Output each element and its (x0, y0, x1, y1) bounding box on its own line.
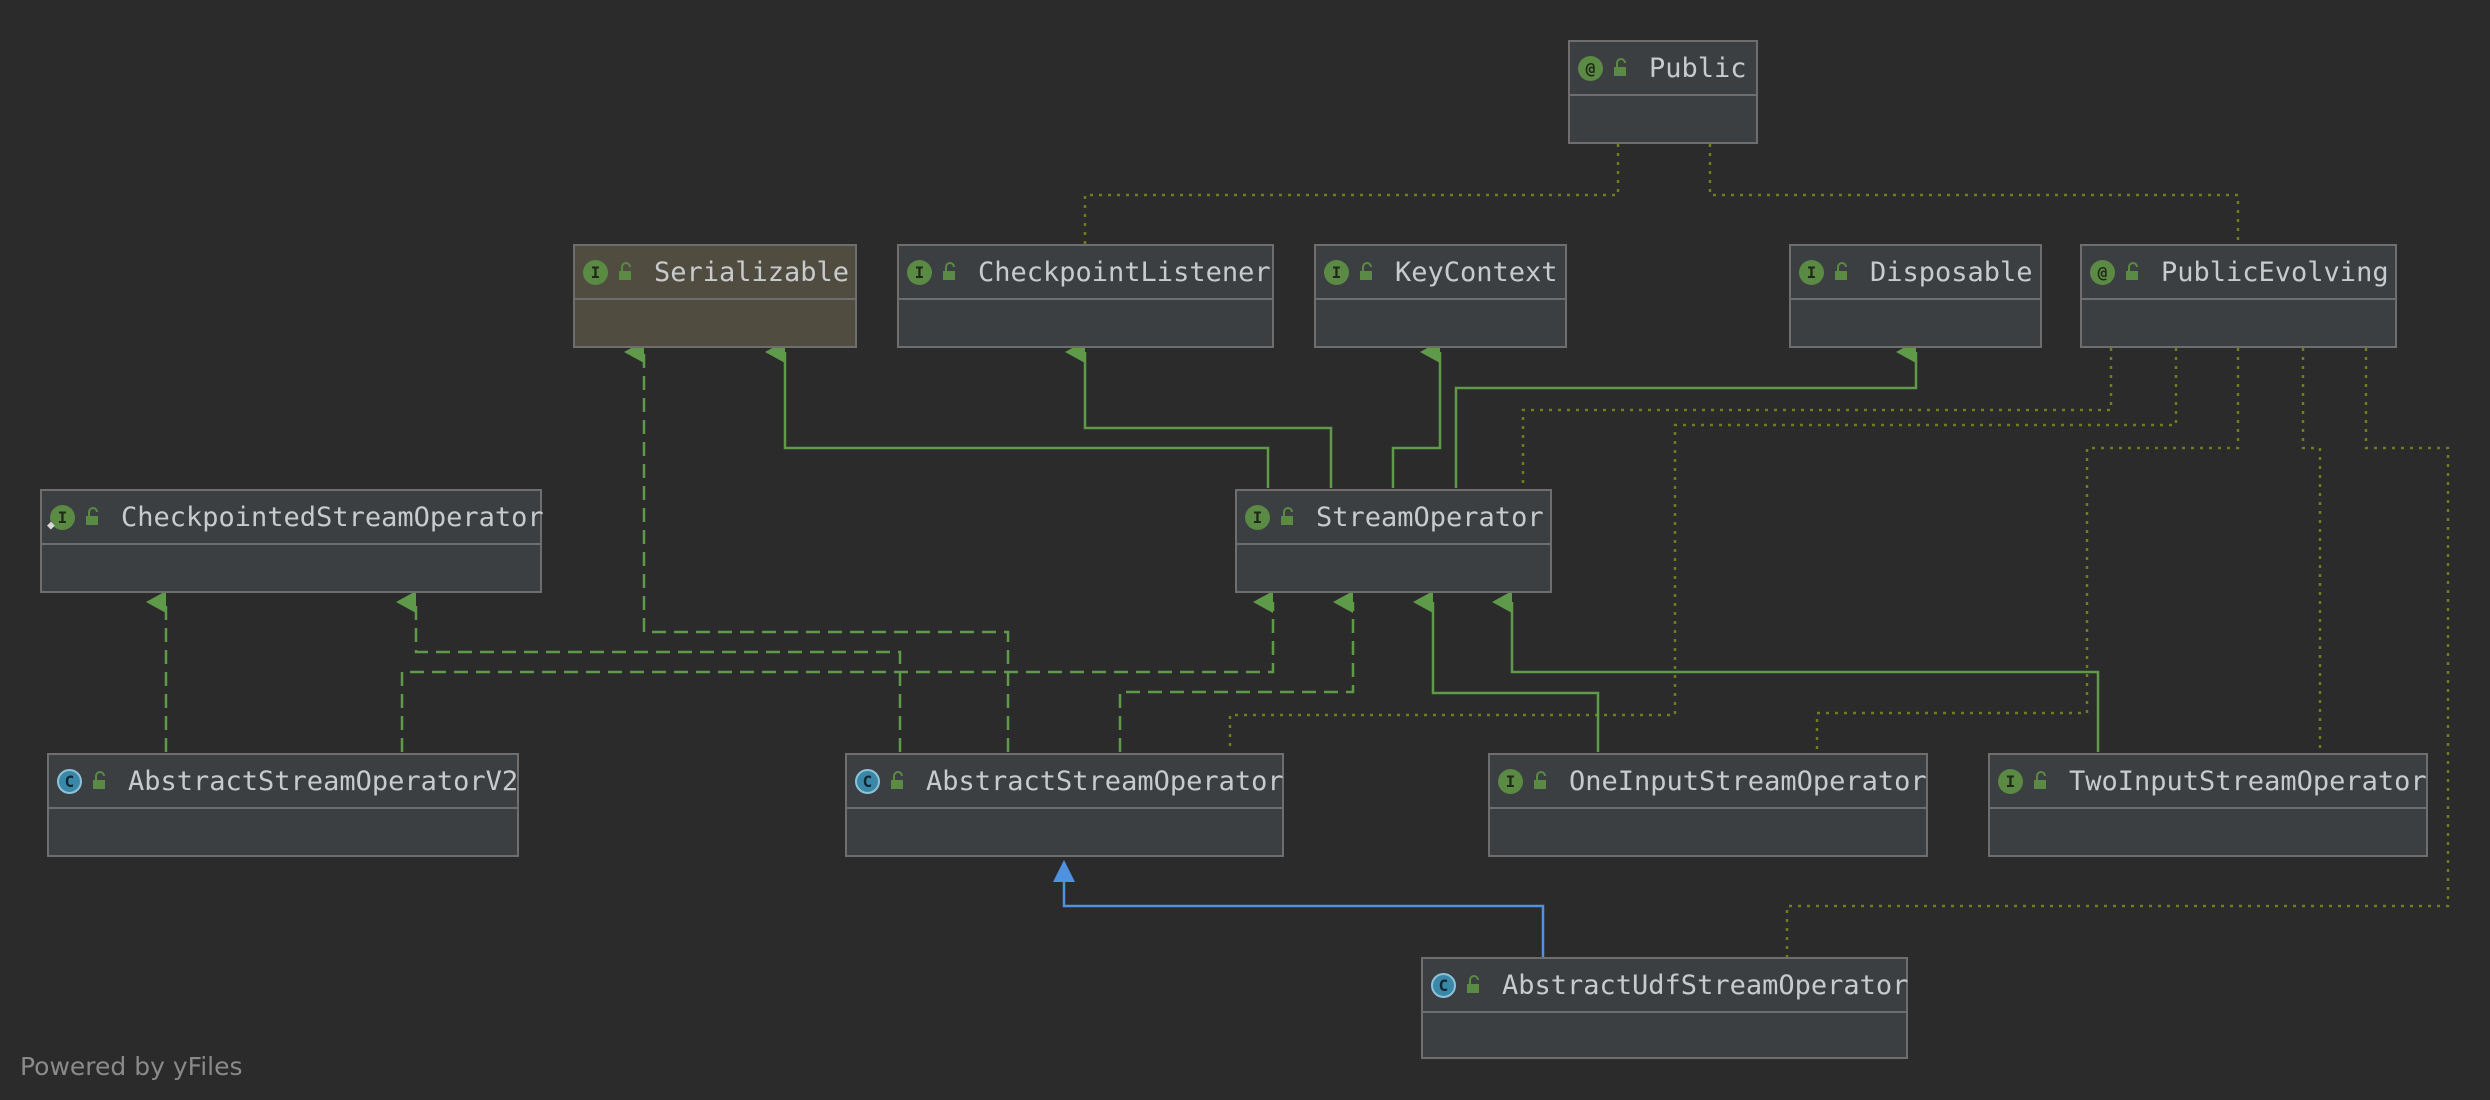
node-stream-operator[interactable]: I StreamOperator (1235, 489, 1552, 593)
abstract-class-icon: C (855, 768, 880, 794)
unlock-icon (891, 771, 903, 789)
node-title: OneInputStreamOperator (1569, 765, 1927, 797)
unlock-icon (619, 262, 631, 280)
implements-edge (1118, 591, 1355, 752)
node-key-context[interactable]: I KeyContext (1314, 244, 1567, 348)
node-title: AbstractStreamOperatorV2 (128, 765, 519, 797)
implements-edge (624, 341, 1010, 752)
unlock-icon (943, 262, 955, 280)
annotation-icon: @ (2090, 259, 2115, 285)
extends-edge (765, 341, 1270, 488)
unlock-icon (86, 507, 98, 525)
interface-icon: I (1998, 768, 2023, 794)
node-title: CheckpointListener (978, 256, 1271, 288)
unlock-icon (1835, 262, 1847, 280)
extends-edge (1413, 591, 1600, 752)
node-disposable[interactable]: I Disposable (1789, 244, 2042, 348)
node-one-input-stream-operator[interactable]: I OneInputStreamOperator (1488, 753, 1928, 857)
extends-edge (1492, 591, 2100, 752)
implements-edge (396, 591, 902, 752)
unlock-icon (1360, 262, 1372, 280)
class-extends-edge (1053, 860, 1545, 957)
node-public-evolving[interactable]: @ PublicEvolving (2080, 244, 2397, 348)
unlock-icon (1534, 771, 1546, 789)
node-title: CheckpointedStreamOperator (121, 501, 544, 533)
implements-edges (146, 341, 1355, 752)
interface-icon: I (1245, 504, 1270, 530)
interface-icon: I (1498, 768, 1523, 794)
node-title: Serializable (654, 256, 850, 288)
interface-icon: I (1324, 259, 1349, 285)
annotation-edges (1083, 144, 2450, 957)
powered-by-footer: Powered by yFiles (20, 1052, 243, 1081)
inner-type-icon: ◆ (47, 517, 55, 533)
annotation-edge (1785, 348, 2450, 957)
interface-icon: I◆ (47, 504, 75, 533)
extends-edges (765, 341, 2100, 752)
node-title: KeyContext (1395, 256, 1558, 288)
node-title: AbstractUdfStreamOperator (1502, 969, 1909, 1001)
node-two-input-stream-operator[interactable]: I TwoInputStreamOperator (1988, 753, 2428, 857)
unlock-icon (2034, 771, 2046, 789)
unlock-icon (1281, 507, 1293, 525)
annotation-icon: @ (1578, 55, 1603, 81)
node-checkpoint-listener[interactable]: I CheckpointListener (897, 244, 1274, 348)
node-checkpointed-stream-operator[interactable]: I◆ CheckpointedStreamOperator (40, 489, 544, 593)
node-title: PublicEvolving (2161, 256, 2389, 288)
interface-icon: I (1799, 259, 1824, 285)
node-abstract-stream-operator[interactable]: C AbstractStreamOperator (845, 753, 1284, 857)
extends-edge (1065, 341, 1333, 488)
annotation-edge (2301, 348, 2322, 752)
node-title: StreamOperator (1316, 501, 1544, 533)
annotation-edge (1228, 348, 2178, 752)
interface-icon: I (583, 259, 608, 285)
annotation-edge (1083, 144, 1620, 248)
abstract-class-icon: C (1431, 972, 1456, 998)
node-title: Disposable (1870, 256, 2033, 288)
unlock-icon (2126, 262, 2138, 280)
abstract-class-icon: C (57, 768, 82, 794)
node-title: Public (1649, 52, 1747, 84)
unlock-icon (1614, 58, 1626, 76)
annotation-edge (1708, 144, 2240, 248)
annotation-edge (1815, 348, 2240, 752)
node-title: AbstractStreamOperator (926, 765, 1284, 797)
annotation-edge (1521, 348, 2113, 490)
node-serializable[interactable]: I Serializable (573, 244, 857, 348)
extends-edge (1391, 341, 1442, 488)
unlock-icon (1467, 975, 1479, 993)
node-abstract-stream-operator-v2[interactable]: C AbstractStreamOperatorV2 (47, 753, 519, 857)
extends-edge (1454, 341, 1918, 488)
implements-edge (400, 591, 1275, 752)
interface-icon: I (907, 259, 932, 285)
unlock-icon (93, 771, 105, 789)
node-public[interactable]: @ Public (1568, 40, 1758, 144)
node-title: TwoInputStreamOperator (2069, 765, 2427, 797)
node-abstract-udf-stream-operator[interactable]: C AbstractUdfStreamOperator (1421, 957, 1908, 1059)
